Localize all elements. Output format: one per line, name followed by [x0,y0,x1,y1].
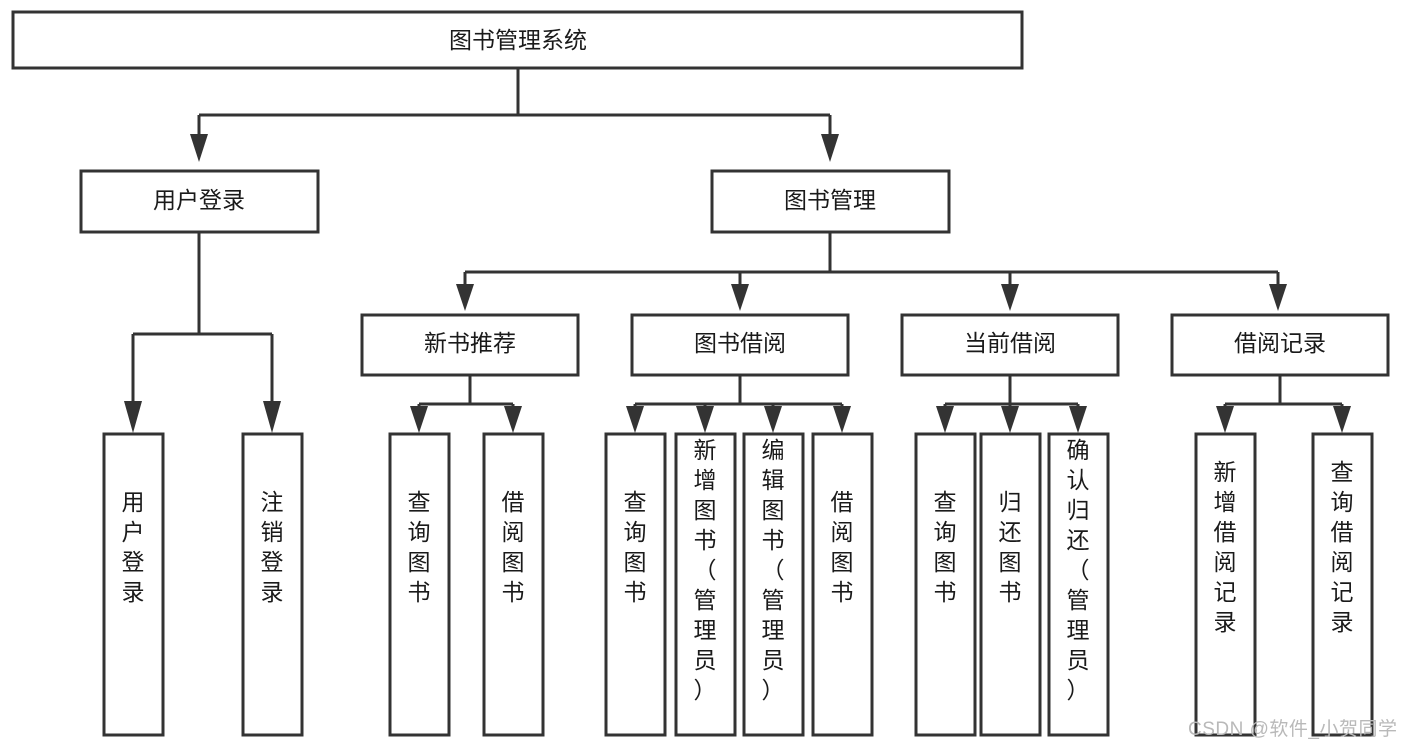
arrow-cb-leaf3 [1069,406,1087,433]
arrow-bb-leaf3 [764,406,782,433]
node-root-label: 图书管理系统 [449,27,587,53]
node-leaf-edit-book-label: 编辑图书（管理员） [762,437,785,703]
node-root[interactable]: 图书管理系统 [11,10,1024,70]
node-leaf-return-book-label: 归还图书 [999,489,1022,605]
arrow-to-book-borrow [731,284,749,311]
node-current-borrow[interactable]: 当前借阅 [900,313,1120,377]
arrow-nbr-leaf2 [504,406,522,433]
node-leaf-add-record-box[interactable] [1194,432,1257,737]
node-leaf-return-book-box[interactable] [979,432,1042,737]
arrow-to-borrow-record [1269,284,1287,311]
node-leaf-query-book-2[interactable]: 查询图书 [604,432,667,737]
node-user-login-box[interactable] [79,169,320,234]
node-book-manage-label: 图书管理 [784,187,876,213]
arrow-to-user-login [190,134,208,162]
node-leaf-edit-book[interactable]: 编辑图书（管理员） [742,432,805,737]
arrow-cb-leaf2 [1001,406,1019,433]
node-current-borrow-box[interactable] [900,313,1120,377]
node-root-box[interactable] [11,10,1024,70]
node-leaf-borrow-book-1-box[interactable] [482,432,545,737]
node-borrow-record[interactable]: 借阅记录 [1170,313,1390,377]
node-leaf-edit-book-box[interactable] [742,432,805,737]
node-leaf-confirm-return[interactable]: 确认归还（管理员） [1047,432,1110,737]
node-leaf-borrow-book-1-label: 借阅图书 [502,489,525,605]
node-leaf-query-book-3-label: 查询图书 [934,489,957,605]
node-user-login[interactable]: 用户登录 [79,169,320,234]
arrow-nbr-leaf1 [410,406,428,433]
node-leaf-add-book-box[interactable] [674,432,737,737]
node-leaf-borrow-book-1[interactable]: 借阅图书 [482,432,545,737]
node-leaf-user-logout-box[interactable] [241,432,304,737]
node-leaf-query-record[interactable]: 查询借阅记录 [1311,432,1374,737]
arrow-bb-leaf4 [833,406,851,433]
node-leaf-query-book-1-label: 查询图书 [408,489,431,605]
node-new-book-rec-label: 新书推荐 [424,330,516,356]
node-leaf-user-logout[interactable]: 注销登录 [241,432,304,737]
node-leaf-borrow-book-2[interactable]: 借阅图书 [811,432,874,737]
node-borrow-record-box[interactable] [1170,313,1390,377]
node-leaf-query-book-1[interactable]: 查询图书 [388,432,451,737]
node-leaf-confirm-return-box[interactable] [1047,432,1110,737]
node-leaf-query-book-3-box[interactable] [914,432,977,737]
node-leaf-user-login-label: 用户登录 [122,489,145,605]
node-current-borrow-label: 当前借阅 [964,330,1056,356]
node-leaf-user-logout-label: 注销登录 [261,489,284,605]
arrow-cb-leaf1 [936,406,954,433]
node-book-borrow-box[interactable] [630,313,850,377]
node-leaf-confirm-return-label: 确认归还（管理员） [1067,437,1090,703]
arrow-to-current-borrow [1001,284,1019,311]
arrow-bb-leaf2 [696,406,714,433]
node-leaf-query-book-2-box[interactable] [604,432,667,737]
node-new-book-rec-box[interactable] [360,313,580,377]
node-leaf-query-record-label: 查询借阅记录 [1331,459,1354,635]
node-leaf-query-book-2-label: 查询图书 [624,489,647,605]
arrow-to-new-book-rec [456,284,474,311]
node-leaf-return-book[interactable]: 归还图书 [979,432,1042,737]
node-book-manage[interactable]: 图书管理 [710,169,951,234]
node-leaf-borrow-book-2-box[interactable] [811,432,874,737]
node-book-borrow-label: 图书借阅 [694,330,786,356]
edges-group [124,68,1351,433]
node-leaf-add-book-label: 新增图书（管理员） [694,437,717,703]
node-leaf-query-record-box[interactable] [1311,432,1374,737]
node-book-manage-box[interactable] [710,169,951,234]
arrow-br-leaf1 [1216,406,1234,433]
node-leaf-add-book[interactable]: 新增图书（管理员） [674,432,737,737]
node-new-book-rec[interactable]: 新书推荐 [360,313,580,377]
node-borrow-record-label: 借阅记录 [1234,330,1326,356]
node-leaf-user-login[interactable]: 用户登录 [102,432,165,737]
node-book-borrow[interactable]: 图书借阅 [630,313,850,377]
node-leaf-borrow-book-2-label: 借阅图书 [831,489,854,605]
node-leaf-user-login-box[interactable] [102,432,165,737]
arrow-br-leaf2 [1333,406,1351,433]
node-leaf-query-book-1-box[interactable] [388,432,451,737]
node-leaf-add-record[interactable]: 新增借阅记录 [1194,432,1257,737]
node-leaf-add-record-label: 新增借阅记录 [1214,459,1237,635]
arrow-ul-leaf1 [124,401,142,433]
arrow-to-book-manage [821,134,839,162]
csdn-watermark: CSDN @软件_小贺同学 [1188,719,1398,740]
arrow-bb-leaf1 [626,406,644,433]
node-user-login-label: 用户登录 [153,187,245,213]
arrow-ul-leaf2 [263,401,281,433]
node-leaf-query-book-3[interactable]: 查询图书 [914,432,977,737]
